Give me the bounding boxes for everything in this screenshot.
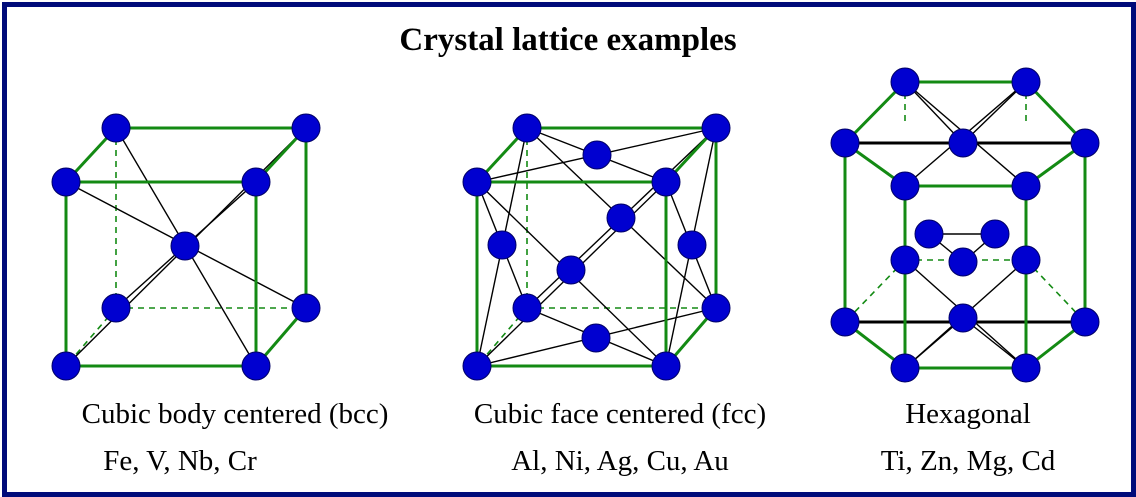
bcc-lattice	[51, 113, 321, 381]
atom	[651, 351, 681, 381]
hex-atoms	[830, 67, 1100, 383]
atom	[51, 167, 81, 197]
atom	[1011, 353, 1041, 383]
atom	[830, 307, 860, 337]
atom	[291, 113, 321, 143]
atom	[582, 140, 612, 170]
hexagonal-examples-label: Ti, Zn, Mg, Cd	[880, 445, 1056, 477]
atom	[487, 230, 517, 260]
atom	[462, 351, 492, 381]
atom	[948, 128, 978, 158]
atom	[701, 113, 731, 143]
atom	[890, 353, 920, 383]
atom	[1011, 245, 1041, 275]
hexagonal-lattice	[830, 67, 1100, 383]
fcc-atoms	[462, 113, 731, 381]
bcc-name-label: Cubic body centered (bcc)	[81, 398, 389, 430]
fcc-lattice	[462, 113, 731, 381]
atom	[556, 255, 586, 285]
fcc-name-label: Cubic face centered (fcc)	[473, 398, 767, 430]
atom	[1070, 128, 1100, 158]
atom	[651, 167, 681, 197]
atom	[890, 67, 920, 97]
atom	[512, 113, 542, 143]
atom	[830, 128, 860, 158]
atom	[512, 293, 542, 323]
atom	[1070, 307, 1100, 337]
atom	[291, 293, 321, 323]
atom	[677, 230, 707, 260]
atom	[51, 351, 81, 381]
hex-hidden-edges	[844, 82, 1086, 323]
atom	[914, 219, 944, 249]
atom	[1011, 67, 1041, 97]
atom	[980, 219, 1010, 249]
hexagonal-name-label: Hexagonal	[905, 398, 1031, 430]
diagram-title: Crystal lattice examples	[399, 22, 737, 58]
atom	[890, 171, 920, 201]
atom	[948, 247, 978, 277]
bcc-examples-label: Fe, V, Nb, Cr	[103, 445, 257, 477]
atom	[101, 113, 131, 143]
atom	[241, 351, 271, 381]
bcc-atoms	[51, 113, 321, 381]
atom	[581, 323, 611, 353]
atom	[101, 293, 131, 323]
atom	[701, 293, 731, 323]
atom	[606, 203, 636, 233]
atom	[462, 167, 492, 197]
atom	[890, 245, 920, 275]
atom	[948, 303, 978, 333]
atom	[170, 231, 200, 261]
fcc-examples-label: Al, Ni, Ag, Cu, Au	[511, 445, 729, 477]
atom	[1011, 171, 1041, 201]
atom	[241, 167, 271, 197]
